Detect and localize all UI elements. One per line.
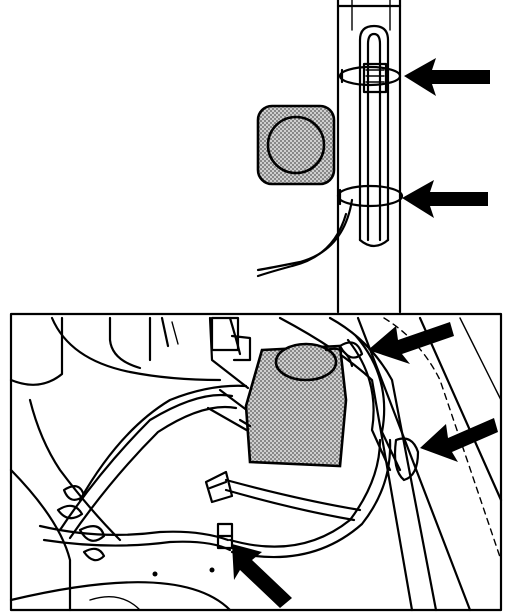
wire-connector-plug xyxy=(204,470,234,504)
arrow-upper-clip xyxy=(404,58,490,96)
arrow-clip-upper-right xyxy=(368,322,454,364)
lower-detail-panel xyxy=(9,312,503,612)
harness-wire xyxy=(256,198,354,272)
body-contours xyxy=(9,316,262,612)
wiring-harness xyxy=(38,334,402,559)
arrow-lower-clip xyxy=(402,180,488,218)
fluid-reservoir xyxy=(238,342,354,468)
clip-band-upper xyxy=(338,65,402,87)
harness-clip-upper-right xyxy=(338,341,364,359)
harness-clip-lower-right xyxy=(393,437,420,482)
pillar-frame xyxy=(336,0,402,314)
grommet-plug xyxy=(256,104,336,186)
harness-clip-bottom xyxy=(216,522,234,550)
upper-detail-panel xyxy=(256,0,490,314)
cable-loop xyxy=(358,24,390,248)
arrow-clip-bottom xyxy=(232,544,292,608)
clip-band-lower xyxy=(336,184,404,208)
harness-clamp-cluster xyxy=(56,485,106,562)
arrow-clip-lower-right xyxy=(420,418,498,462)
